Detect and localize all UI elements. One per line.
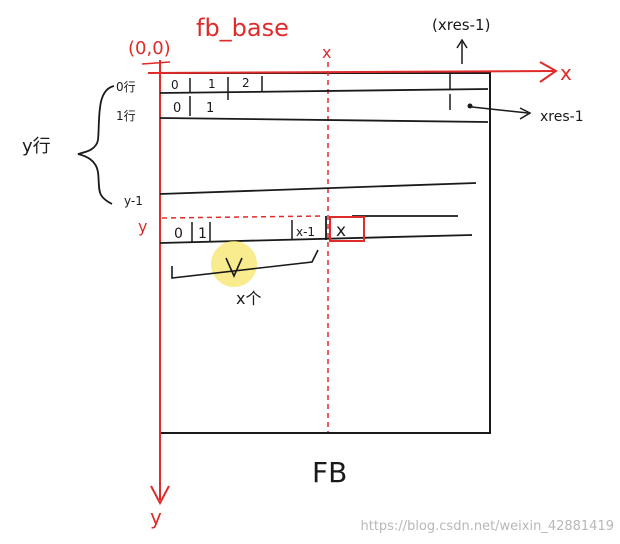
target-pixel-box [329,216,365,242]
row0-cell: 2 [242,76,250,90]
cursor-highlight [211,241,257,287]
row-y-minus-1-line [159,182,477,195]
y-axis-arrowhead [150,485,170,506]
watermark: https://blog.csdn.net/weixin_42881419 [360,519,614,534]
x-count-bracket [171,249,319,279]
origin-label: (0,0) [128,38,171,59]
x-column-label: x [322,43,331,62]
row0-label: 0行 [116,80,136,94]
y-axis-label: y [150,505,162,529]
x-count-label: x个 [236,289,261,308]
row-y-cell: 1 [198,226,207,242]
row-y-cell: x-1 [296,225,315,239]
x-axis-arrowhead [539,61,558,83]
xres-top-arrowhead [456,38,468,49]
row1-cell: 0 [173,101,181,116]
row0-cell: 1 [208,77,216,91]
x-axis-label: x [560,61,572,85]
row-y-minus-1-label: y-1 [124,194,143,208]
origin-underline [141,61,171,65]
row1-line [159,117,489,123]
fb-base-label: fb_base [196,14,289,42]
target-pixel-label: x [336,221,346,241]
y-rows-label: y行 [22,136,51,157]
row-y-cell: 0 [174,226,183,242]
x-count-pointer [225,257,243,278]
xres-right-label: xres-1 [540,109,584,125]
row0-line [159,88,489,94]
row-y-dashed-line [161,215,323,219]
row-y-bottom-line [159,234,473,244]
fb-label: FB [312,456,347,489]
row1-cell: 1 [206,101,214,116]
rows-brace [77,85,115,205]
xres-right-arrowhead [519,107,532,120]
x-axis-line [147,70,556,74]
row0-cell: 0 [171,78,179,92]
row-y-label: y [138,217,147,236]
framebuffer-rect [159,72,491,434]
row1-label: 1行 [116,109,136,123]
xres-right-arrow [471,106,529,114]
xres-top-label: (xres-1) [432,16,490,34]
xres-dot [467,103,473,109]
